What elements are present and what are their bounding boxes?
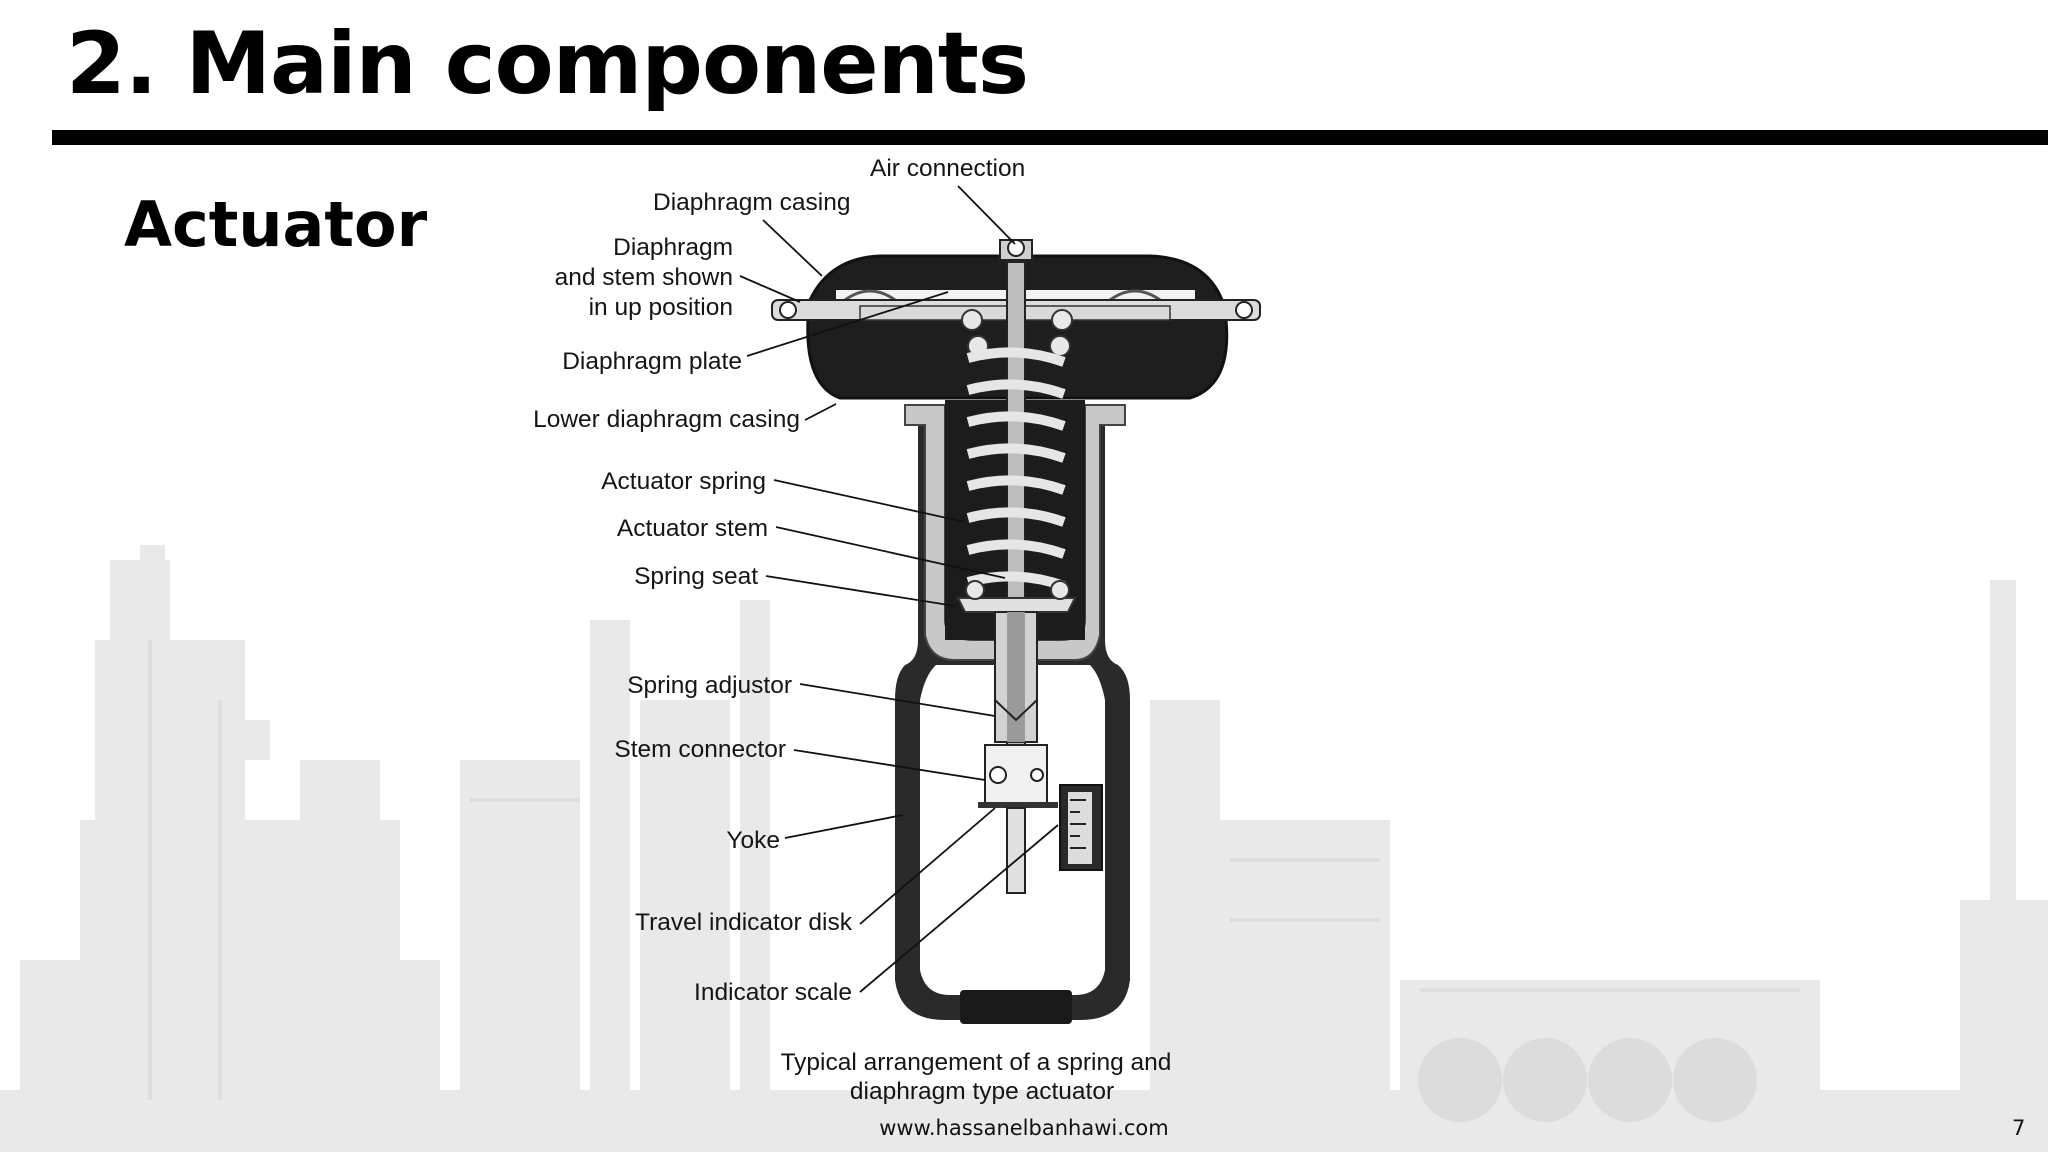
label-actuator-stem: Actuator stem	[617, 515, 768, 542]
label-spring-adjustor: Spring adjustor	[627, 672, 792, 699]
actuator-spring	[966, 347, 1066, 591]
title-rule	[52, 130, 2048, 145]
label-diaphragm-line3: in up position	[589, 294, 733, 321]
label-stem-connector: Stem connector	[614, 736, 786, 763]
label-yoke: Yoke	[726, 827, 780, 854]
label-actuator-spring: Actuator spring	[601, 468, 766, 495]
diagram-caption-line2: diaphragm type actuator	[850, 1078, 1114, 1105]
diagram-caption-line1: Typical arrangement of a spring and	[781, 1049, 1172, 1076]
label-diaphragm-plate: Diaphragm plate	[562, 348, 742, 375]
label-diaphragm-line2: and stem shown	[555, 264, 733, 291]
yoke-boss	[960, 990, 1072, 1024]
air-connection-port	[1007, 239, 1025, 257]
label-diaphragm-casing: Diaphragm casing	[653, 189, 850, 216]
leader-lines	[739, 185, 1059, 993]
label-travel-indicator-disk: Travel indicator disk	[635, 909, 853, 936]
travel-indicator-disk	[978, 802, 1058, 808]
slide-subtitle: Actuator	[124, 188, 428, 261]
label-air-connection: Air connection	[870, 155, 1025, 182]
label-diaphragm-line1: Diaphragm	[613, 234, 733, 261]
label-spring-seat: Spring seat	[634, 563, 758, 590]
label-indicator-scale: Indicator scale	[694, 979, 852, 1006]
page-number: 7	[2012, 1116, 2026, 1140]
label-lower-diaphragm-casing: Lower diaphragm casing	[533, 406, 800, 433]
slide-title: 2. Main components	[66, 14, 1029, 114]
footer-url: www.hassanelbanhawi.com	[879, 1116, 1169, 1140]
spring-seat	[956, 597, 1077, 613]
